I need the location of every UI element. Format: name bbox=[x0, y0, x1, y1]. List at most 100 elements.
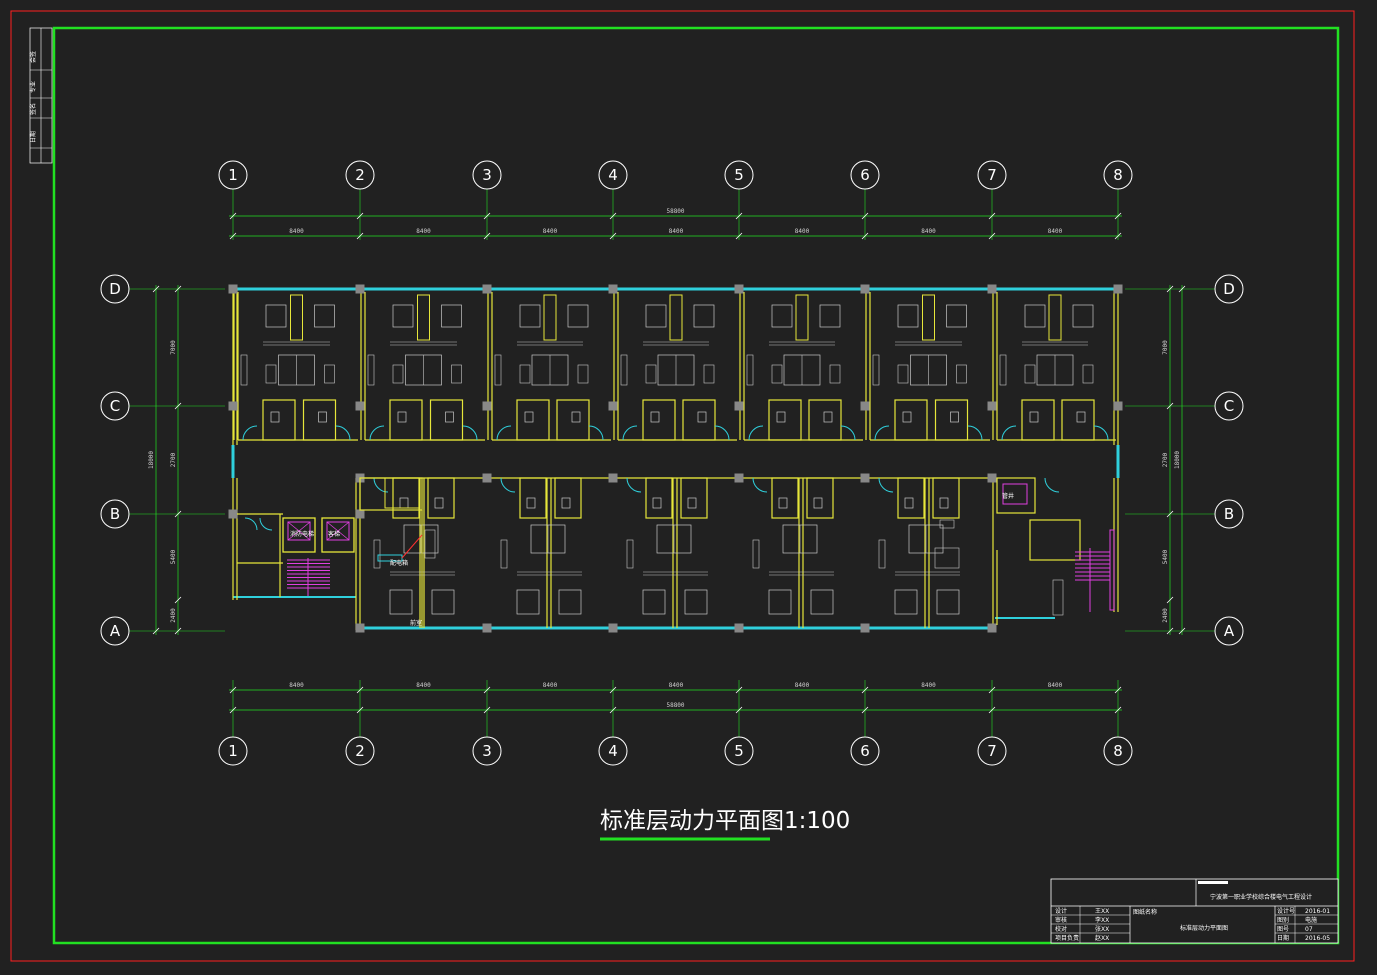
dim-top-tick-5 bbox=[861, 232, 869, 240]
dim-left-tick-1 bbox=[174, 402, 182, 410]
drawing-title: 标准层动力平面图1:100 bbox=[600, 808, 850, 834]
room-label-right: 管井 bbox=[1002, 492, 1014, 500]
door-south-a-1 bbox=[373, 477, 389, 493]
tb-left-v0: 王XX bbox=[1095, 908, 1109, 915]
elevator-label-2: 客梯 bbox=[328, 530, 340, 538]
dim-top-label-2: 8400 bbox=[543, 228, 558, 235]
column-D-0 bbox=[228, 284, 238, 294]
axis-bubble-col-2 bbox=[345, 736, 375, 766]
bed-s-a-5 bbox=[894, 589, 918, 615]
axis-label-row-right-A: A bbox=[1224, 622, 1235, 640]
door-north-b-6 bbox=[1093, 425, 1109, 441]
dim-top-total-label: 58800 bbox=[666, 208, 684, 215]
bed-s-b-1 bbox=[431, 589, 455, 615]
tb-project: 宁波第一职业学校综合楼电气工程设计 bbox=[1210, 893, 1312, 901]
dim-top-label-5: 8400 bbox=[921, 228, 936, 235]
dim-bottom-label-3: 8400 bbox=[669, 682, 684, 689]
bed-a-5 bbox=[897, 304, 919, 328]
dim-bottom-tick-1 bbox=[356, 686, 364, 694]
tb-left-v1: 李XX bbox=[1095, 916, 1109, 924]
toilet-s-a-4 bbox=[778, 497, 788, 509]
dim-right-label-3: 2400 bbox=[1162, 608, 1169, 623]
margin-strip: 会签 专业 签名 日期 bbox=[29, 27, 53, 164]
dim-right-tick-3 bbox=[1166, 596, 1174, 604]
dim-top-tick-4 bbox=[735, 232, 743, 240]
axis-bubble-col-3 bbox=[472, 160, 502, 190]
axis-bubble-col-4 bbox=[598, 160, 628, 190]
column-B-1 bbox=[228, 509, 238, 519]
dim-top-total-tick-4 bbox=[735, 212, 743, 220]
dim-right-label-2: 5400 bbox=[1162, 549, 1169, 564]
column-C-0 bbox=[228, 401, 238, 411]
chair-a-1 bbox=[392, 364, 404, 384]
panel-label: 配电箱 bbox=[390, 559, 408, 567]
dim-left-label-1: 2700 bbox=[170, 452, 177, 467]
axis-label-col-3: 3 bbox=[482, 166, 492, 184]
wardrobe-3 bbox=[669, 294, 683, 341]
door-north-b-2 bbox=[588, 425, 604, 441]
toilet-b-4 bbox=[823, 411, 833, 423]
tb-right-v0: 2016-01 bbox=[1305, 908, 1330, 915]
bed-s-b-4 bbox=[810, 589, 834, 615]
chair-a-0 bbox=[265, 364, 277, 384]
wardrobe-4 bbox=[795, 294, 809, 341]
bed-b-5 bbox=[946, 304, 967, 328]
door-south-a-3 bbox=[626, 477, 642, 493]
dim-right-tick-0 bbox=[1166, 285, 1174, 293]
axis-bubble-row-left-B bbox=[100, 499, 130, 529]
dim-left-tick-2 bbox=[174, 510, 182, 518]
tb-left-k0: 设计 bbox=[1055, 907, 1067, 915]
tb-left-v3: 赵XX bbox=[1095, 934, 1109, 942]
equip-right bbox=[1052, 579, 1064, 616]
dim-bottom-label-2: 8400 bbox=[543, 682, 558, 689]
wardrobe-0 bbox=[290, 294, 303, 341]
door-north-a-0 bbox=[242, 425, 258, 441]
dim-top-label-1: 8400 bbox=[416, 228, 431, 235]
dim-top-total-tick-5 bbox=[861, 212, 869, 220]
bed-b-1 bbox=[441, 304, 462, 328]
bathroom-a-4 bbox=[768, 399, 802, 441]
axis-label-row-left-D: D bbox=[109, 280, 121, 298]
dim-bottom-label-5: 8400 bbox=[921, 682, 936, 689]
riser-equip bbox=[424, 529, 436, 559]
axis-bubble-col-1 bbox=[218, 736, 248, 766]
chair-b-3 bbox=[703, 364, 715, 384]
chair-b-0 bbox=[324, 364, 335, 384]
wardrobe-s-2 bbox=[500, 539, 508, 569]
service-room-1 bbox=[359, 477, 423, 511]
column-D-2 bbox=[482, 284, 492, 294]
axis-bubble-col-8 bbox=[1103, 160, 1133, 190]
column-A-4 bbox=[734, 623, 744, 633]
bed-s-b-5 bbox=[936, 589, 960, 615]
tb-right-v2: 07 bbox=[1305, 926, 1313, 933]
tb-left-v2: 张XX bbox=[1095, 925, 1109, 933]
axis-bubble-col-1 bbox=[218, 160, 248, 190]
dim-bottom-label-6: 8400 bbox=[1048, 682, 1063, 689]
dim-right-label-1: 2700 bbox=[1162, 452, 1169, 467]
margin-label-2: 签名 bbox=[29, 103, 37, 115]
dim-left-total-tick-1 bbox=[152, 627, 160, 635]
column-B-6 bbox=[987, 473, 997, 483]
chair-a-4 bbox=[771, 364, 783, 384]
column-D-1 bbox=[355, 284, 365, 294]
bath-s-b-5 bbox=[932, 477, 960, 519]
axis-label-row-left-A: A bbox=[110, 622, 121, 640]
bed-b-0 bbox=[314, 304, 335, 328]
title-block: 宁波第一职业学校综合楼电气工程设计 图纸名称 标准层动力平面图 设计 王XX 审… bbox=[1050, 878, 1339, 944]
axis-label-col-8: 8 bbox=[1113, 166, 1123, 184]
radiator-0 bbox=[240, 354, 248, 386]
dim-top-total-tick-1 bbox=[356, 212, 364, 220]
elevator-shaft-1 bbox=[282, 517, 316, 553]
door-north-b-5 bbox=[967, 425, 983, 441]
bath-s-b-1 bbox=[427, 477, 455, 519]
wardrobe-2 bbox=[543, 294, 557, 341]
toilet-b-6 bbox=[1076, 411, 1086, 423]
dim-bottom-total-tick-0 bbox=[229, 706, 237, 714]
tb-left-k3: 项目负责 bbox=[1055, 934, 1079, 942]
tb-right-k3: 日期 bbox=[1277, 934, 1289, 942]
door-north-a-2 bbox=[496, 425, 512, 441]
chair-b-1 bbox=[451, 364, 462, 384]
door-south-a-4 bbox=[752, 477, 768, 493]
axis-bubble-col-6 bbox=[850, 160, 880, 190]
bathroom-a-2 bbox=[516, 399, 550, 441]
